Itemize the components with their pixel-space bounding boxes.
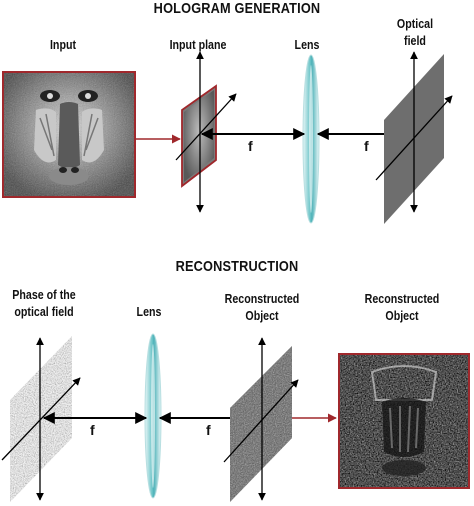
output-label-line1: Reconstructed: [364, 291, 440, 306]
reconstruction-title: RECONSTRUCTION: [175, 258, 299, 275]
hologram-generation-title: HOLOGRAM GENERATION: [153, 0, 321, 17]
lens-top: [302, 54, 320, 224]
input-label: Input: [49, 37, 77, 52]
lens-bottom: [144, 333, 162, 499]
input-plane: [175, 51, 237, 213]
input-image: [2, 71, 136, 198]
focal-distance-label-bottom-2: f: [206, 422, 211, 438]
lens-label-top: Lens: [294, 37, 320, 52]
focal-distance-label-bottom-1: f: [90, 422, 95, 438]
reconstructed-output-image: [338, 353, 470, 489]
optical-field-label-line2: field: [404, 33, 426, 48]
reconstructed-object-plane: [223, 337, 299, 502]
optical-field-label-line1: Optical: [396, 16, 434, 31]
focal-distance-label-top-2: f: [364, 138, 369, 154]
input-plane-label: Input plane: [169, 37, 227, 52]
lens-label-bottom: Lens: [136, 304, 162, 319]
optical-field-plane: [375, 51, 453, 224]
reconstructed-object-label-line1: Reconstructed: [224, 291, 300, 306]
focal-distance-label-top-1: f: [248, 138, 253, 154]
phase-label-line1: Phase of the: [12, 287, 76, 302]
output-label-line2: Object: [385, 308, 419, 323]
phase-label-line2: optical field: [14, 304, 74, 319]
reconstructed-object-label-line2: Object: [245, 308, 279, 323]
